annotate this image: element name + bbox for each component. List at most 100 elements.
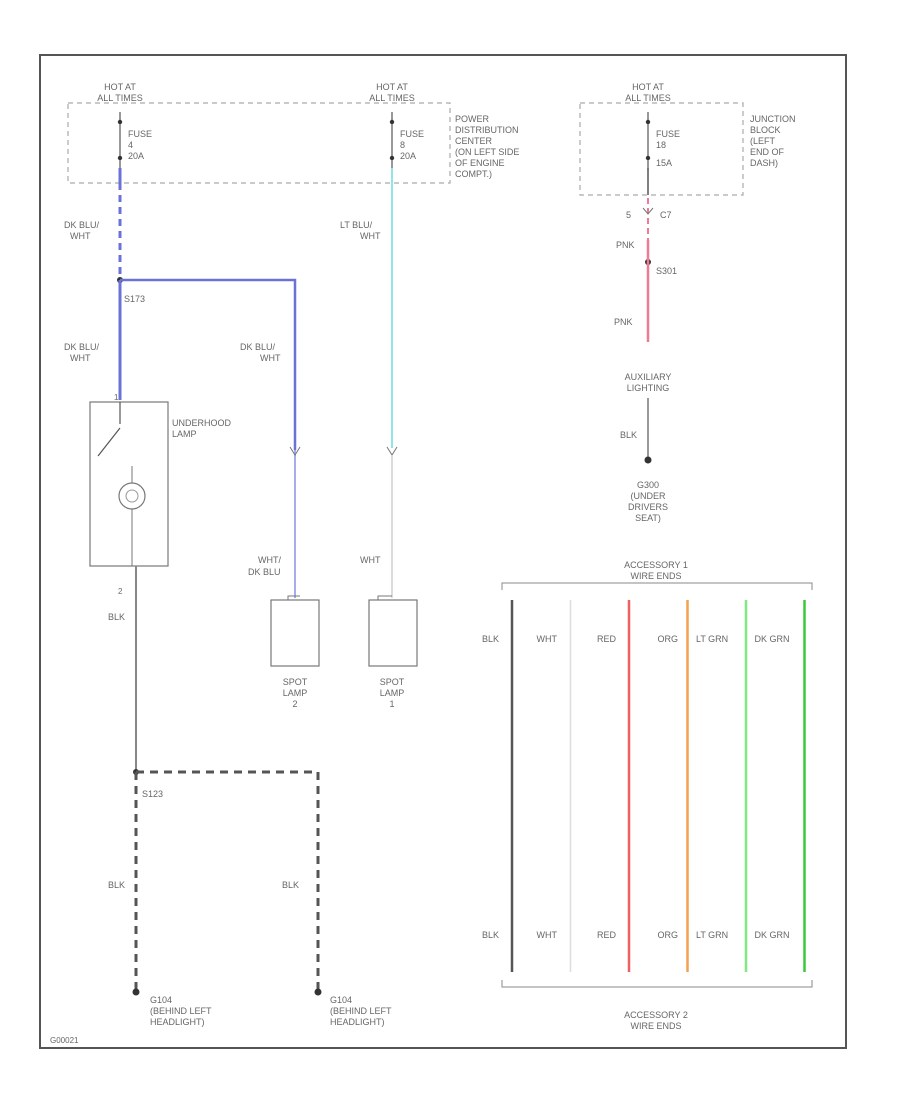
pnk-label-2: PNK <box>614 317 633 327</box>
fuse8-rating: 20A <box>400 151 416 161</box>
accessory1-wire-label: LT GRN <box>696 634 728 644</box>
diagram-frame <box>39 54 847 1049</box>
dk-blu-wire-to-spot2 <box>120 278 297 450</box>
spot-lamp-1-terminal <box>377 595 392 600</box>
jb-label-3: (LEFT <box>750 136 776 146</box>
accessory2-bracket <box>501 980 813 988</box>
accessory2-wire-label: ORG <box>658 930 679 940</box>
underhood-pin-1: 1 <box>114 393 119 402</box>
accessory1-title: ACCESSORY 1 <box>624 560 688 570</box>
spot-lamp-2-label-c: 2 <box>292 699 297 709</box>
pdc-label-5: OF ENGINE <box>455 158 505 168</box>
splice-s301-label: S301 <box>656 266 677 276</box>
wht-dk-blu-label: WHT/ <box>258 555 281 565</box>
spot-lamp-1-box <box>368 599 418 667</box>
accessory1-wire-label: DK GRN <box>755 634 790 644</box>
fuse18-label: FUSE <box>656 129 680 139</box>
g300-label-d: SEAT) <box>635 513 661 523</box>
accessory2-wire-label: WHT <box>537 930 558 940</box>
fuse18-number: 18 <box>656 140 666 150</box>
diagram-code: G00021 <box>50 1036 79 1045</box>
ground-g104-a-icon <box>132 988 140 996</box>
dk-blu-wht-label-1: DK BLU/ <box>64 220 100 230</box>
g104-b-label-b: (BEHIND LEFT <box>330 1006 392 1016</box>
wht-dk-blu-label-b: DK BLU <box>248 567 281 577</box>
connector-c7-label: C7 <box>660 210 672 220</box>
spot1-connector-symbol <box>386 446 398 456</box>
g300-label-c: DRIVERS <box>628 502 668 512</box>
accessory2-wire-label: RED <box>597 930 617 940</box>
accessory1-wire-label: RED <box>597 634 617 644</box>
g104-b-label: G104 <box>330 995 352 1005</box>
accessory1-title-b: WIRE ENDS <box>630 571 681 581</box>
jb-label-4: END OF <box>750 147 785 157</box>
accessory1-bracket <box>501 582 813 590</box>
accessory-wire-group: BLK BLK WHT WHT RED RED ORG ORG LT GRN LT GRN DK G… <box>482 600 806 972</box>
accessory1-wire-label: WHT <box>537 634 558 644</box>
underhood-pin-2: 2 <box>118 587 123 596</box>
fuse8-terminal-top <box>389 119 395 125</box>
spot-lamp-2-terminal <box>287 595 300 600</box>
fuse4-rating: 20A <box>128 151 144 161</box>
pdc-label-6: COMPT.) <box>455 169 492 179</box>
fuse8-terminal-bottom <box>389 155 395 161</box>
g104-a-label-c: HEADLIGHT) <box>150 1017 205 1027</box>
blk-wire-splice-right <box>136 770 320 990</box>
accessory1-wire-label: BLK <box>482 634 499 644</box>
blk-label-4: BLK <box>282 880 299 890</box>
fuse4-number: 4 <box>128 140 133 150</box>
dk-blu-wht-label-3: DK BLU/ <box>240 342 276 352</box>
spot-lamp-2-box <box>270 599 320 667</box>
connector-c7-symbol <box>642 207 654 215</box>
g104-a-label: G104 <box>150 995 172 1005</box>
dk-blu-wht-label-3b: WHT <box>260 353 281 363</box>
spot2-connector-symbol <box>289 446 301 456</box>
underhood-lamp-label: UNDERHOOD <box>172 418 232 428</box>
junction-block-box <box>579 102 744 196</box>
jb-label-1: JUNCTION <box>750 114 796 124</box>
ground-g300-icon <box>644 456 652 464</box>
source3-hot-label: HOT AT <box>632 82 664 92</box>
auxiliary-lighting-label: AUXILIARY <box>625 372 672 382</box>
spot-lamp-2-label: SPOT <box>283 677 308 687</box>
source2-hot-label: HOT AT <box>376 82 408 92</box>
pnk-label-1: PNK <box>616 240 635 250</box>
spot-lamp-2-label-b: LAMP <box>283 688 308 698</box>
jb-label-5: DASH) <box>750 158 778 168</box>
fuse18-rating: 15A <box>656 158 672 168</box>
source3-hot-label-2: ALL TIMES <box>625 93 671 103</box>
fuse4-label: FUSE <box>128 129 152 139</box>
accessory2-wire-label: DK GRN <box>755 930 790 940</box>
lt-blu-wht-label-b: WHT <box>360 231 381 241</box>
source2-hot-label-2: ALL TIMES <box>369 93 415 103</box>
accessory1-wire-label: ORG <box>658 634 679 644</box>
accessory2-wire-label: LT GRN <box>696 930 728 940</box>
pdc-label-1: POWER <box>455 114 490 124</box>
jb-label-2: BLOCK <box>750 125 781 135</box>
pdc-label-3: CENTER <box>455 136 493 146</box>
source1-hot-label: HOT AT <box>104 82 136 92</box>
underhood-lamp-label-b: LAMP <box>172 429 197 439</box>
fuse18-terminal-bottom <box>645 155 651 161</box>
g300-label-b: (UNDER <box>631 491 666 501</box>
spot-lamp-1-label: SPOT <box>380 677 405 687</box>
blk-label-1: BLK <box>108 612 125 622</box>
auxiliary-lighting-label-b: LIGHTING <box>627 383 670 393</box>
spot-lamp-1-label-b: LAMP <box>380 688 405 698</box>
pdc-label-2: DISTRIBUTION <box>455 125 519 135</box>
fuse4-terminal-top <box>117 119 123 125</box>
g104-a-label-b: (BEHIND LEFT <box>150 1006 212 1016</box>
accessory2-title-b: WIRE ENDS <box>630 1021 681 1031</box>
power-distribution-center-box <box>67 102 451 184</box>
fuse8-number: 8 <box>400 140 405 150</box>
underhood-lamp-box <box>89 401 169 567</box>
accessory2-wire-label: BLK <box>482 930 499 940</box>
splice-s173-label: S173 <box>124 294 145 304</box>
ground-g104-b-icon <box>314 988 322 996</box>
dk-blu-wht-label-2: DK BLU/ <box>64 342 100 352</box>
underhood-switch <box>97 427 121 457</box>
fuse8-label: FUSE <box>400 129 424 139</box>
fuse18-terminal-top <box>645 119 651 125</box>
splice-s123-label: S123 <box>142 789 163 799</box>
